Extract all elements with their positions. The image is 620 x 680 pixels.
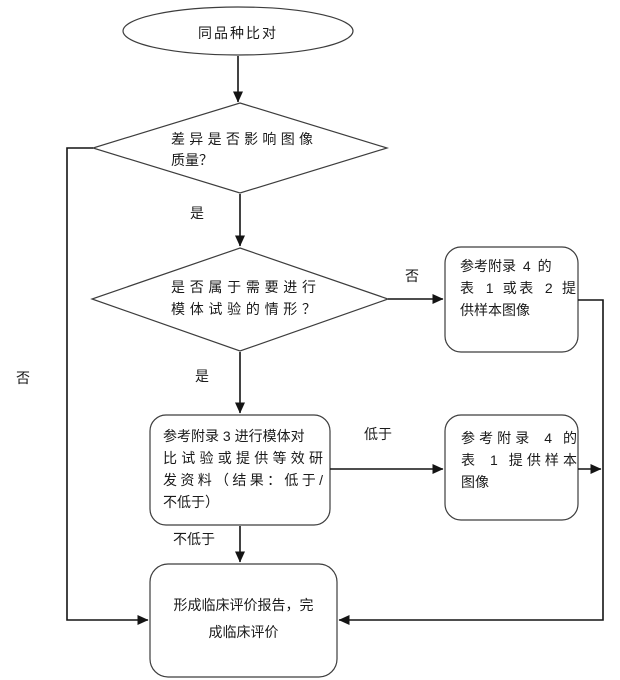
text-line: 形成临床评价报告，完 — [173, 597, 314, 613]
text-line: 参考附录 3 进行模体对 — [163, 428, 305, 444]
text-line: 表 1 或表 2 提 — [460, 280, 576, 296]
text-line: 表 1 提供样本 — [461, 452, 577, 468]
text-line: 图像 — [461, 474, 489, 490]
process-appendix3-phantom-shape — [149, 414, 331, 526]
edge-label-lower: 低于 — [364, 426, 392, 442]
decision-phantom-needed-label: 是否属于需要进行 模体试验的情形？ — [171, 276, 316, 320]
connector-right-rail-to-report-arrow — [338, 299, 604, 625]
process-appendix4-table1or2-label: 参考附录 4 的 表 1 或表 2 提 供样本图像 — [460, 255, 576, 321]
text-line: 质量？ — [171, 152, 213, 168]
edge-label-yes-2: 是 — [195, 368, 209, 384]
process-clinical-report-shape — [149, 563, 338, 678]
text-line: 不低于） — [163, 494, 219, 510]
decision-phantom-needed-shape — [90, 247, 390, 352]
decision-image-quality-label: 差异是否影响图像 质量？ — [171, 129, 313, 171]
start-ellipse-label: 同品种比对 — [123, 23, 353, 44]
text-line: 是否属于需要进行 — [171, 279, 316, 295]
text-line: 供样本图像 — [460, 302, 530, 318]
start-ellipse-shape — [122, 6, 354, 56]
edge-label-yes-1: 是 — [190, 205, 204, 221]
text-line: 参考附录 4 的 — [461, 430, 577, 446]
text-line: 成临床评价 — [208, 624, 279, 640]
edge-label-no-right: 否 — [405, 268, 419, 284]
process-appendix3-phantom-label: 参考附录 3 进行模体对 比试验或提供等效研 发资料（结果：低于/ 不低于） — [163, 425, 323, 513]
process-clinical-report-label: 形成临床评价报告，完 成临床评价 — [158, 592, 329, 646]
text-line: 差异是否影响图像 — [171, 131, 313, 147]
edge-label-no-left: 否 — [16, 370, 30, 386]
process-appendix4-table1-label: 参考附录 4 的 表 1 提供样本 图像 — [461, 427, 577, 493]
text-line: 发资料（结果：低于/ — [163, 472, 323, 488]
process-appendix4-table1-shape — [444, 414, 579, 521]
text-line: 参考附录 4 的 — [460, 258, 552, 274]
edge-label-not-lower: 不低于 — [173, 531, 215, 547]
text-line: 比试验或提供等效研 — [163, 450, 323, 466]
text-line: 同品种比对 — [198, 25, 278, 41]
connector-quality-no-left-loop-arrow — [66, 147, 149, 625]
decision-image-quality-shape — [90, 102, 390, 194]
text-line: 模体试验的情形？ — [171, 301, 316, 317]
